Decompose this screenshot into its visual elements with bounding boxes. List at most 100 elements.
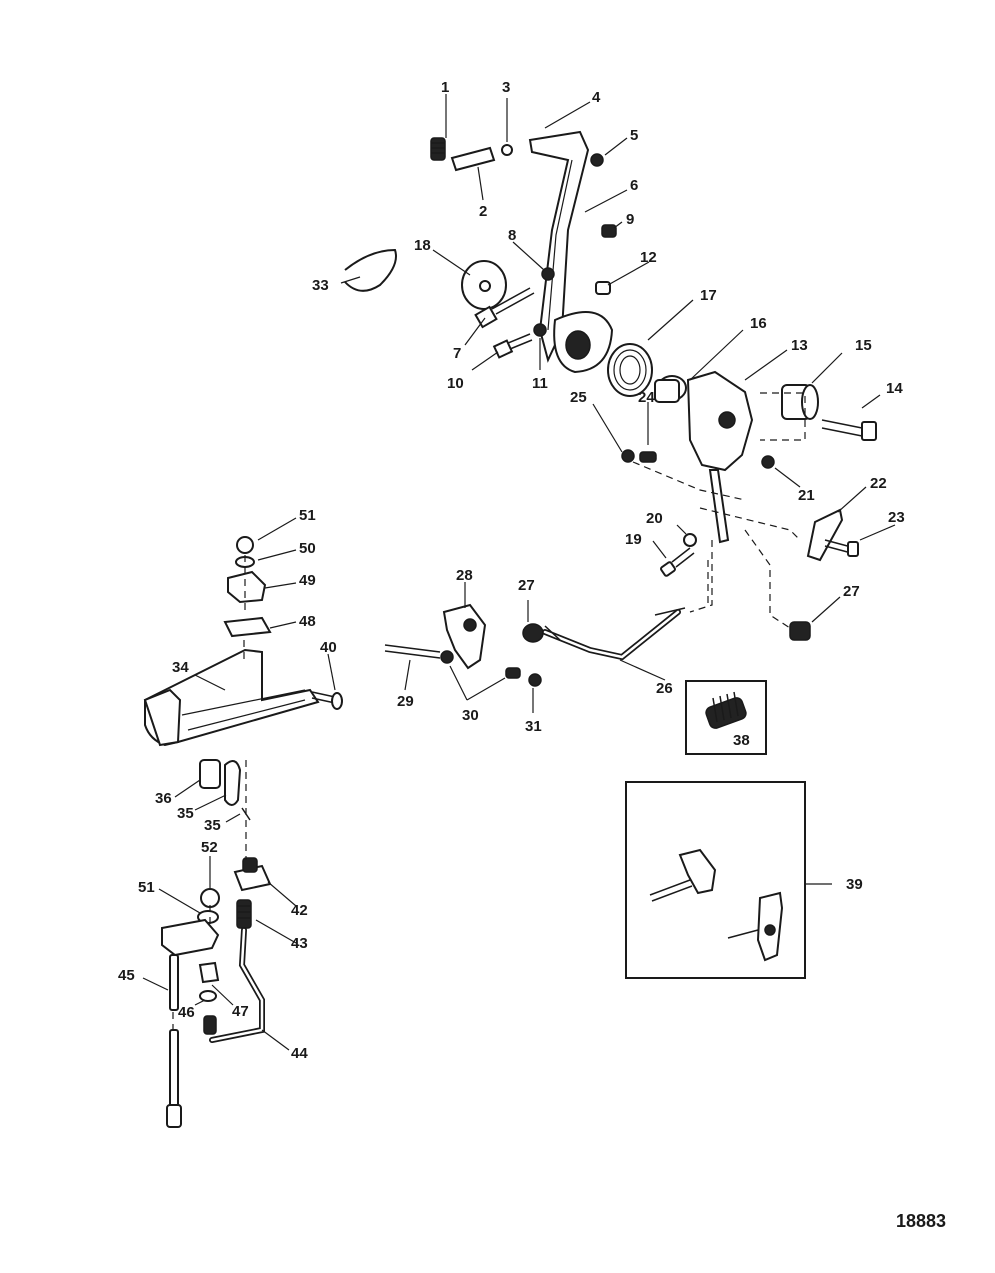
nut-part-5 xyxy=(590,153,604,167)
callout-40: 40 xyxy=(320,639,337,656)
link-part-43 xyxy=(203,927,265,1043)
screw-part-23 xyxy=(824,539,859,557)
callout-10: 10 xyxy=(447,375,464,392)
throttle-lever-part-6 xyxy=(528,130,590,363)
callout-44: 48 xyxy=(299,613,316,630)
callout-27-right: 27 xyxy=(843,583,860,600)
callout-43: 44 xyxy=(291,1045,308,1062)
callout-23: 23 xyxy=(888,509,905,526)
callout-6: 6 xyxy=(630,177,638,194)
callout-30: 30 xyxy=(462,707,479,724)
bellcrank-part-48 xyxy=(161,918,220,957)
callout-20: 20 xyxy=(646,510,663,527)
figure-id: 18883 xyxy=(896,1211,946,1231)
callout-48: 45 xyxy=(118,967,135,984)
upper-lever-assembly xyxy=(344,130,877,641)
nut-part-30-b xyxy=(505,667,521,679)
nut-part-11 xyxy=(533,323,547,337)
screw-part-19 xyxy=(660,547,695,577)
inset-39-lever xyxy=(649,848,717,902)
washer-part-49 xyxy=(199,990,217,1002)
nut-part-30-a xyxy=(440,650,454,664)
pin-part-2 xyxy=(450,146,496,172)
callout-33: 34 xyxy=(172,659,189,676)
plate-part-44 xyxy=(223,616,272,638)
callout-25: 25 xyxy=(570,389,587,406)
middle-linkage xyxy=(384,560,709,687)
lower-rod xyxy=(166,1029,182,1128)
cam-plate xyxy=(553,311,614,374)
callout-34: 35 xyxy=(177,805,194,822)
callout-52: 52 xyxy=(201,839,218,856)
callout-29: 29 xyxy=(397,693,414,710)
spring-part-24 xyxy=(639,451,657,463)
callout-49: 46 xyxy=(178,1004,195,1021)
callout-13: 13 xyxy=(791,337,808,354)
nut-part-47 xyxy=(236,536,254,554)
callout-21: 21 xyxy=(798,487,815,504)
link-rod-part-26 xyxy=(542,607,686,661)
pin-part-48 xyxy=(169,954,179,1011)
inset-39-link xyxy=(727,891,784,962)
link-part-22 xyxy=(806,508,844,562)
spring-part-1 xyxy=(430,137,446,161)
callout-2: 2 xyxy=(479,203,487,220)
screw-part-10 xyxy=(492,333,533,359)
callout-31: 31 xyxy=(525,718,542,735)
callout-17: 17 xyxy=(700,287,717,304)
callout-28: 28 xyxy=(456,567,473,584)
spring-part-42 xyxy=(236,899,252,929)
callout-22: 22 xyxy=(870,475,887,492)
callout-9: 9 xyxy=(626,211,634,228)
inset-39 xyxy=(625,781,832,979)
nut-part-31 xyxy=(528,673,542,687)
callout-11: 11 xyxy=(532,375,548,392)
callout-46: 50 xyxy=(299,540,316,557)
screw-part-7 xyxy=(474,287,535,329)
leader-lines xyxy=(142,94,896,1051)
callout-24: 24 xyxy=(638,389,655,406)
callout-39: 39 xyxy=(846,876,863,893)
washer-part-20 xyxy=(683,533,697,547)
callout-14: 14 xyxy=(886,380,903,397)
screw-part-14 xyxy=(821,419,877,441)
callout-42: 43 xyxy=(291,935,308,952)
callout-4: 4 xyxy=(592,89,601,106)
bushing-part-12 xyxy=(595,281,611,295)
callout-41: 42 xyxy=(291,902,308,919)
clip-part-50 xyxy=(198,961,220,984)
left-assembly xyxy=(143,536,343,1128)
screw-part-40 xyxy=(311,691,343,710)
spring-part-17 xyxy=(607,343,653,397)
nut-part-25 xyxy=(621,449,635,463)
callout-7: 7 xyxy=(453,345,461,362)
callout-19: 19 xyxy=(625,531,642,548)
callout-18: 18 xyxy=(414,237,431,254)
callout-15: 15 xyxy=(855,337,872,354)
bushing-part-9 xyxy=(601,224,617,238)
assembly-lines-upper xyxy=(632,392,806,629)
callout-38: 38 xyxy=(733,732,750,749)
spring-part-38 xyxy=(705,691,747,729)
block-part-36 xyxy=(199,759,221,789)
callout-1: 1 xyxy=(441,79,449,96)
callout-45: 49 xyxy=(299,572,316,589)
callout-50: 47 xyxy=(232,1003,249,1020)
callout-51-label: 51 xyxy=(138,879,155,896)
nut-part-27-middle xyxy=(522,623,544,643)
clamp-part-45 xyxy=(227,570,267,604)
assembly-lines-left xyxy=(172,555,247,1030)
nut-part-21 xyxy=(761,455,775,469)
screw-part-29 xyxy=(384,644,441,659)
callout-26: 26 xyxy=(656,680,673,697)
callout-27-middle: 27 xyxy=(518,577,535,594)
nut-part-52 xyxy=(200,888,220,908)
callout-47: 51 xyxy=(299,507,316,524)
washer-part-18 xyxy=(461,260,507,310)
callout-3: 3 xyxy=(502,79,510,96)
plate-part-34 xyxy=(224,760,242,806)
nut-part-27-right xyxy=(789,621,811,641)
callout-16: 16 xyxy=(750,315,767,332)
callout-5: 5 xyxy=(630,127,638,144)
